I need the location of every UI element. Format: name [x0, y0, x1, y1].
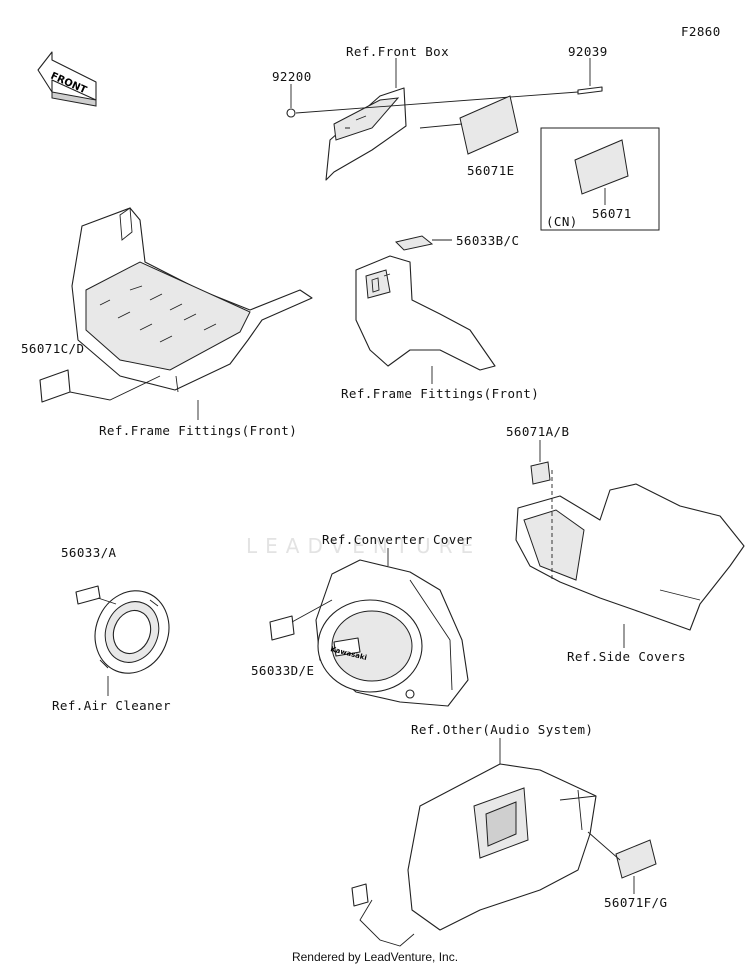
label-56071FG: 56071F/G: [604, 895, 668, 910]
label-56033BC: 56033B/C: [456, 233, 520, 248]
audio-system-box: [351, 763, 597, 947]
cn-box: [540, 127, 660, 231]
label-cn: (CN): [546, 214, 578, 229]
label-56071CD-shape: [39, 369, 71, 403]
label-56033BC-shape: [395, 235, 434, 251]
front-box-bracket: [325, 87, 407, 181]
label-ref-front-box: Ref.Front Box: [346, 44, 450, 59]
converter-cover: [315, 559, 469, 707]
frame-fitting-bracket: [355, 255, 496, 371]
leader-92200-92039: [295, 91, 579, 114]
label-ref-frame-fittings-2: Ref.Frame Fittings(Front): [341, 386, 540, 401]
bolt-92039: [577, 86, 603, 95]
side-covers: [515, 470, 745, 631]
label-ref-air-cleaner: Ref.Air Cleaner: [52, 698, 171, 713]
leader-56071FG: [587, 831, 621, 861]
label-92200: 92200: [272, 69, 312, 84]
label-ref-other-audio: Ref.Other(Audio System): [411, 722, 594, 737]
label-ref-converter-cover: Ref.Converter Cover: [322, 532, 473, 547]
watermark: LEADVENTURE: [246, 534, 482, 558]
figure-code: F2860: [681, 24, 721, 39]
label-56071-shape: [574, 139, 629, 195]
label-56071E: 56071E: [467, 163, 515, 178]
label-56071AB-shape: [530, 461, 551, 485]
label-56033A-shape: [75, 585, 101, 605]
frame-fitting-tray: [71, 207, 313, 393]
leader-56033DE: [291, 599, 333, 623]
label-ref-side-covers: Ref.Side Covers: [567, 649, 686, 664]
label-56071CD: 56071C/D: [21, 341, 85, 356]
label-56071E-shape: [459, 95, 519, 155]
screw-92200: [286, 108, 296, 118]
leader-56033A: [97, 597, 117, 605]
leader-56071E: [419, 123, 463, 129]
label-56071AB: 56071A/B: [506, 424, 570, 439]
front-arrow-icon: FRONT: [37, 51, 97, 107]
label-56033A: 56033/A: [61, 545, 117, 560]
label-56071: 56071: [592, 206, 632, 221]
label-56033DE-shape: [269, 615, 295, 641]
label-56071FG-shape: [615, 839, 657, 879]
label-ref-frame-fittings-1: Ref.Frame Fittings(Front): [99, 423, 298, 438]
air-cleaner-ring: [94, 590, 170, 674]
leader-56071CD: [69, 375, 161, 401]
label-56033DE: 56033D/E: [251, 663, 315, 678]
footer-credit: Rendered by LeadVenture, Inc.: [291, 950, 459, 964]
label-92039: 92039: [568, 44, 608, 59]
